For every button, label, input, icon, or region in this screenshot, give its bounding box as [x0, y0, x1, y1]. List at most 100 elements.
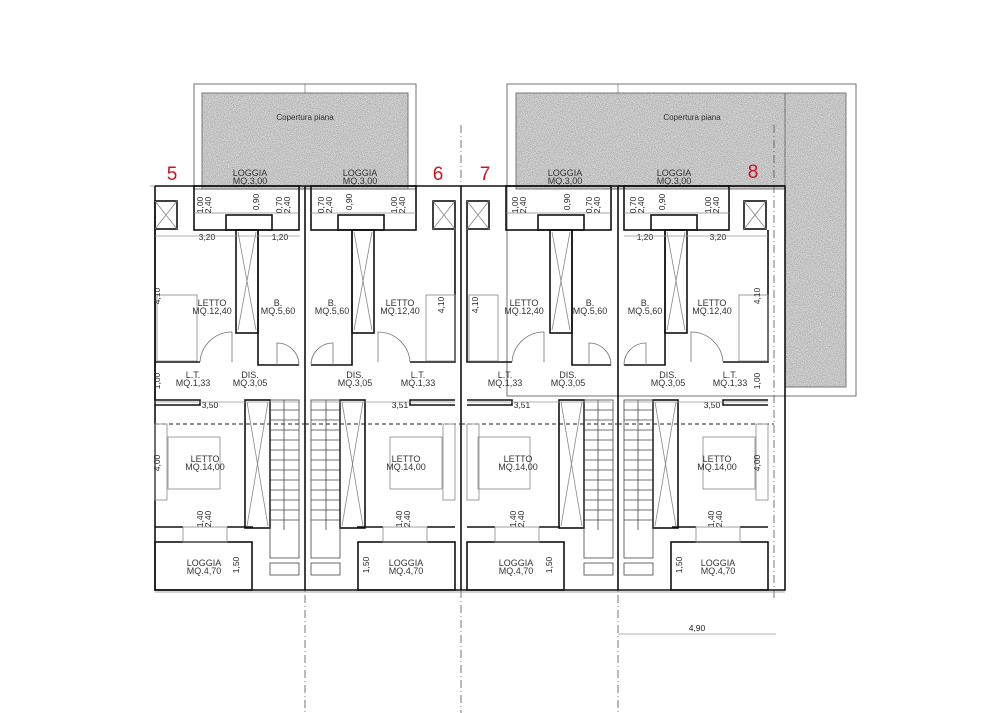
svg-text:MQ.3,00: MQ.3,00: [548, 176, 583, 186]
svg-text:MQ.12,40: MQ.12,40: [504, 306, 544, 316]
svg-text:1,40: 1,40: [195, 510, 205, 527]
svg-text:LETTO: LETTO: [510, 298, 539, 308]
roof-left: Copertura piana: [193, 83, 417, 190]
svg-text:2,40: 2,40: [203, 196, 213, 213]
svg-text:LETTO: LETTO: [198, 298, 227, 308]
svg-text:MQ.3,05: MQ.3,05: [651, 378, 686, 388]
svg-text:MQ.3,00: MQ.3,00: [343, 176, 378, 186]
svg-text:MQ.14,00: MQ.14,00: [386, 462, 426, 472]
svg-text:0,70: 0,70: [316, 196, 326, 213]
roof-label: Copertura piana: [276, 113, 334, 122]
svg-text:0,70: 0,70: [628, 196, 638, 213]
svg-text:L.T.: L.T.: [498, 370, 513, 380]
svg-text:2,40: 2,40: [711, 196, 721, 213]
svg-text:2,40: 2,40: [516, 510, 526, 527]
svg-text:1,50: 1,50: [231, 556, 241, 573]
svg-text:LETTO: LETTO: [392, 454, 421, 464]
svg-text:3,51: 3,51: [514, 400, 531, 410]
svg-text:LOGGIA: LOGGIA: [548, 168, 583, 178]
svg-text:1,50: 1,50: [544, 556, 554, 573]
svg-text:MQ.12,40: MQ.12,40: [380, 306, 420, 316]
svg-text:2,40: 2,40: [402, 510, 412, 527]
svg-text:3,20: 3,20: [199, 232, 216, 242]
svg-text:1,50: 1,50: [674, 556, 684, 573]
svg-text:MQ.3,05: MQ.3,05: [338, 378, 373, 388]
svg-text:1,20: 1,20: [637, 232, 654, 242]
building-outline: [154, 185, 786, 593]
svg-text:2,40: 2,40: [592, 196, 602, 213]
svg-text:MQ.1,33: MQ.1,33: [401, 378, 436, 388]
svg-text:B.: B.: [328, 298, 337, 308]
svg-text:0,90: 0,90: [344, 193, 354, 210]
svg-text:1,40: 1,40: [508, 510, 518, 527]
svg-text:MQ.1,33: MQ.1,33: [176, 378, 211, 388]
svg-text:MQ.12,40: MQ.12,40: [192, 306, 232, 316]
unit-8: 8 LOGGIA MQ.3,00: [618, 162, 774, 591]
svg-text:MQ.1,33: MQ.1,33: [488, 378, 523, 388]
svg-text:LETTO: LETTO: [191, 454, 220, 464]
unit-number: 7: [480, 164, 491, 185]
svg-text:MQ.12,40: MQ.12,40: [692, 306, 732, 316]
svg-text:LOGGIA: LOGGIA: [701, 558, 736, 568]
svg-text:DIS.: DIS.: [659, 370, 677, 380]
svg-text:LOGGIA: LOGGIA: [187, 558, 222, 568]
svg-text:B.: B.: [641, 298, 650, 308]
unit-5: 5 LOGGIA MQ.3,00: [152, 164, 305, 591]
svg-text:3,50: 3,50: [202, 400, 219, 410]
unit-number: 5: [167, 164, 178, 185]
svg-text:4,10: 4,10: [152, 287, 162, 304]
svg-text:2,40: 2,40: [282, 196, 292, 213]
svg-text:MQ.4,70: MQ.4,70: [701, 566, 736, 576]
svg-text:4,10: 4,10: [470, 296, 480, 313]
svg-text:3,51: 3,51: [392, 400, 409, 410]
svg-text:L.T.: L.T.: [411, 370, 426, 380]
unit-number: 6: [433, 164, 444, 185]
svg-text:0,90: 0,90: [251, 193, 261, 210]
svg-text:LOGGIA: LOGGIA: [343, 168, 378, 178]
svg-text:MQ.5,60: MQ.5,60: [628, 306, 663, 316]
svg-text:4,10: 4,10: [752, 287, 762, 304]
svg-text:MQ.14,00: MQ.14,00: [498, 462, 538, 472]
svg-text:DIS.: DIS.: [559, 370, 577, 380]
svg-text:1,50: 1,50: [361, 556, 371, 573]
svg-text:0,90: 0,90: [657, 193, 667, 210]
svg-text:LOGGIA: LOGGIA: [389, 558, 424, 568]
svg-text:MQ.4,70: MQ.4,70: [187, 566, 222, 576]
svg-text:2,40: 2,40: [518, 196, 528, 213]
dimension-lines: [155, 235, 776, 635]
svg-text:2,40: 2,40: [714, 510, 724, 527]
svg-text:1,00: 1,00: [195, 196, 205, 213]
svg-text:MQ.5,60: MQ.5,60: [573, 306, 608, 316]
svg-text:LETTO: LETTO: [703, 454, 732, 464]
svg-text:1,40: 1,40: [706, 510, 716, 527]
svg-text:LOGGIA: LOGGIA: [233, 168, 268, 178]
svg-text:MQ.3,00: MQ.3,00: [233, 176, 268, 186]
svg-text:MQ.14,00: MQ.14,00: [697, 462, 737, 472]
svg-text:0,70: 0,70: [584, 196, 594, 213]
svg-text:2,40: 2,40: [324, 196, 334, 213]
svg-text:0,70: 0,70: [274, 196, 284, 213]
unit-number: 8: [748, 162, 759, 183]
svg-text:LETTO: LETTO: [386, 298, 415, 308]
svg-text:4,10: 4,10: [436, 296, 446, 313]
svg-text:1,00: 1,00: [703, 196, 713, 213]
svg-text:MQ.3,05: MQ.3,05: [551, 378, 586, 388]
svg-text:LETTO: LETTO: [698, 298, 727, 308]
svg-text:MQ.14,00: MQ.14,00: [185, 462, 225, 472]
svg-text:MQ.3,05: MQ.3,05: [233, 378, 268, 388]
svg-text:LOGGIA: LOGGIA: [657, 168, 692, 178]
svg-text:LETTO: LETTO: [504, 454, 533, 464]
svg-text:3,50: 3,50: [704, 400, 721, 410]
roof-label: Copertura piana: [663, 113, 721, 122]
roof-right: Copertura piana: [506, 83, 857, 397]
svg-text:L.T.: L.T.: [723, 370, 738, 380]
svg-text:0,90: 0,90: [562, 193, 572, 210]
svg-text:B.: B.: [274, 298, 283, 308]
unit-7: 7 LOGGIA MQ.3,00: [461, 164, 618, 591]
svg-text:B.: B.: [586, 298, 595, 308]
svg-text:MQ.5,60: MQ.5,60: [261, 306, 296, 316]
svg-text:2,40: 2,40: [397, 196, 407, 213]
svg-text:MQ.4,70: MQ.4,70: [389, 566, 424, 576]
svg-text:1,00: 1,00: [152, 372, 162, 389]
